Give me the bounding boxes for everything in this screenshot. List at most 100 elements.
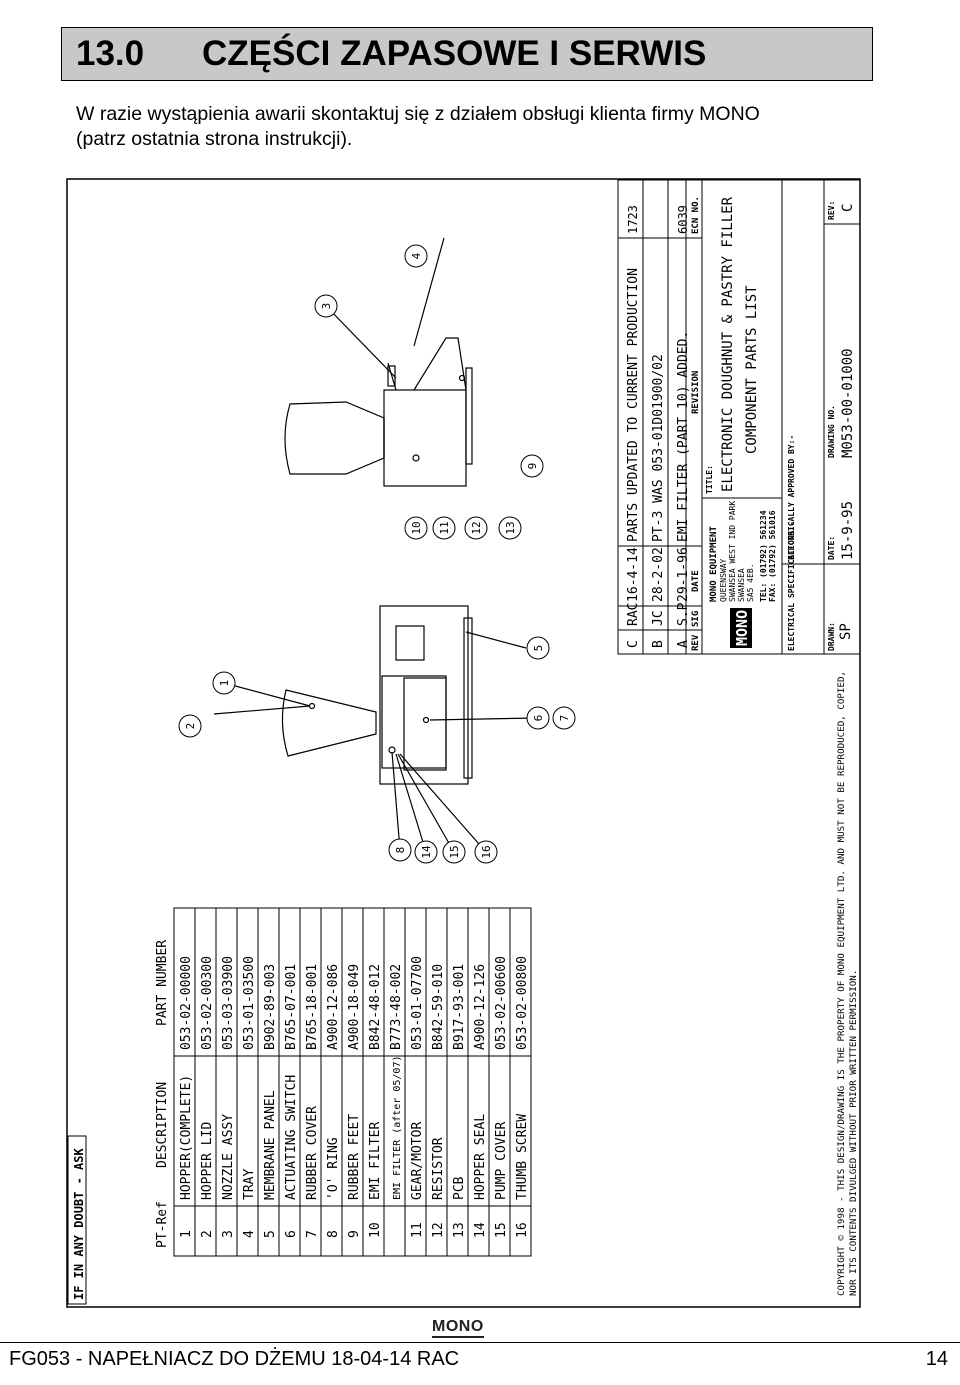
drawn-value: SP [838,623,854,640]
side-banner: IF IN ANY DOUBT - ASK [67,1135,87,1305]
callout-label: 8 [394,847,407,854]
rev-header-revision: REVISION [691,371,701,414]
callout-circle [498,516,522,540]
part-description: RUBBER COVER [305,1106,320,1200]
parts-drawing: IF IN ANY DOUBT - ASK PT-Ref DESCRIPTION… [66,178,861,1308]
part-description: NOZZLE ASSY [221,1114,236,1200]
revision-revision: PARTS UPDATED TO CURRENT PRODUCTION [626,268,641,542]
section-title-box: 13.0 CZĘŚCI ZAPASOWE I SERWIS [61,27,873,81]
callout-label: 10 [410,521,423,534]
part-number: B917-93-001 [452,964,467,1050]
callout-circle [414,840,438,864]
part-description: THUMB SCREW [515,1114,530,1200]
revision-sig: S.P [676,602,691,626]
part-number: B773-48-002 [389,964,404,1050]
rev-header-sig: SIG [691,611,701,627]
side-view [284,237,473,487]
table-header-part: PART NUMBER [155,940,170,1026]
copyright-line-1: COPYRIGHT © 1998 - THIS DESIGN/DRAWING I… [836,671,847,1296]
title-label: TITLE: [705,465,714,494]
part-number: A900-12-126 [473,964,488,1050]
title-block: MONO MONO EQUIPMENT QUEENSWAY SWANSEA WE… [701,179,861,655]
date-value: 15-9-95 [840,501,856,560]
callout-label: 12 [470,521,483,534]
rev-value: C [840,204,856,212]
part-description: PCB [452,1176,467,1200]
revision-date: 29-1-96 [676,547,691,602]
callout-label: 13 [504,521,517,534]
part-description: EMI FILTER (after 05/07) [392,1056,403,1201]
callout-label: 6 [532,715,545,722]
front-view [213,605,537,853]
section-number: 13.0 [76,34,145,73]
revision-ecn: 1723 [626,205,640,234]
callout-circle [404,244,428,268]
part-ref: 15 [494,1222,509,1238]
part-ref: 7 [305,1230,320,1238]
part-ref: 16 [515,1222,530,1238]
part-description: ACTUATING SWITCH [284,1075,299,1200]
elec-spec-label: ELECTRICAL SPECIFICATIONS:- [787,521,796,651]
callout-label: 4 [410,252,423,259]
part-description: RUBBER FEET [347,1114,362,1200]
drawing-no-label: DRAWING NO. [827,405,836,458]
company-address-2: SWANSEA WEST IND PARK [728,501,737,602]
drawing-no-value: M053-00-01000 [840,348,856,458]
part-ref: 5 [263,1230,278,1238]
part-ref: 10 [368,1222,383,1238]
table-header-description: DESCRIPTION [155,1082,170,1168]
intro-line-2: (patrz ostatnia strona instrukcji). [76,128,353,150]
copyright-notice: COPYRIGHT © 1998 - THIS DESIGN/DRAWING I… [836,671,859,1296]
section-title: CZĘŚCI ZAPASOWE I SERWIS [202,34,707,73]
company-fax: FAX: (01792) 561016 [768,510,777,602]
part-number: B765-07-001 [284,964,299,1050]
part-description: GEAR/MOTOR [410,1122,425,1200]
revision-date: 28-2-02 [651,547,666,602]
title-line-1: ELECTRONIC DOUGHNUT & PASTRY FILLER [720,196,736,492]
callout-label: 14 [420,845,433,859]
part-description: HOPPER LID [200,1122,215,1200]
callout-label: 11 [438,521,451,534]
copyright-line-2: NOR ITS CONTENTS DIVULGED WITHOUT PRIOR … [848,970,859,1296]
callout-label: 2 [184,723,197,730]
part-ref: 8 [326,1230,341,1238]
part-number: 053-01-07700 [410,956,425,1050]
revision-date: 16-4-14 [626,547,641,602]
callout-circle [552,706,576,730]
callout-circle [442,840,466,864]
revision-sig: RAC [626,603,641,626]
part-number: 053-03-03900 [221,956,236,1050]
side-banner-text: IF IN ANY DOUBT - ASK [72,1148,86,1300]
callout-circle [404,516,428,540]
part-number: B902-89-003 [263,964,278,1050]
company-name: MONO EQUIPMENT [709,526,719,602]
callout-label: 5 [532,645,545,652]
part-number: 053-02-00000 [179,956,194,1050]
callout-circle [526,706,550,730]
part-description: HOPPER(COMPLETE) [179,1075,194,1200]
part-number: B842-48-012 [368,964,383,1050]
mono-logo: MONO [432,1318,484,1338]
callout-label: 16 [480,845,493,858]
part-number: 053-02-00800 [515,956,530,1050]
callout-circle [212,671,236,695]
revision-rev: B [651,640,666,648]
part-ref: 2 [200,1230,215,1238]
callout-circle [520,454,544,478]
part-ref: 12 [431,1222,446,1238]
part-number: B842-59-010 [431,964,446,1050]
part-number: 053-02-00600 [494,956,509,1050]
part-ref: 1 [179,1230,194,1238]
callout-circle [314,294,338,318]
part-description: MEMBRANE PANEL [263,1090,278,1200]
callout-circle [526,636,550,660]
intro-text: W razie wystąpienia awarii skontaktuj si… [76,102,760,152]
intro-line-1: W razie wystąpienia awarii skontaktuj si… [76,103,760,125]
part-ref: 9 [347,1230,362,1238]
part-description: 'O' RING [326,1137,341,1200]
part-ref: 6 [284,1230,299,1238]
rev-header-rev: REV [691,634,701,651]
part-number: B765-18-001 [305,964,320,1050]
title-line-2: COMPONENT PARTS LIST [744,285,760,454]
